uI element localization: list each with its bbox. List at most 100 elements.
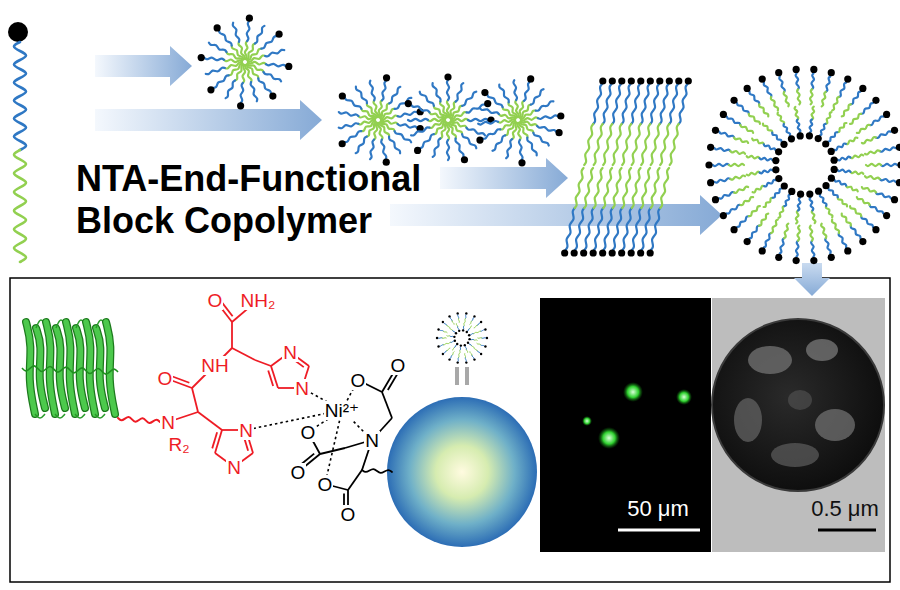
scale-bar-label: 0.5 μm bbox=[811, 496, 879, 522]
polymer-chain bbox=[498, 119, 515, 122]
polymer-chain bbox=[447, 123, 449, 140]
polymer-chain bbox=[734, 187, 748, 193]
polymer-chain bbox=[515, 100, 518, 117]
end-group bbox=[480, 321, 482, 323]
end-group bbox=[675, 77, 682, 84]
polymer-chain bbox=[474, 348, 477, 351]
polymer-chain bbox=[575, 208, 584, 250]
polymer-chain bbox=[469, 326, 471, 329]
polymer-chain bbox=[862, 187, 876, 192]
atom-label: O bbox=[207, 291, 224, 310]
polymer-chain bbox=[842, 104, 851, 116]
end-group bbox=[555, 129, 562, 136]
end-group bbox=[461, 156, 468, 163]
polymer-chain bbox=[339, 112, 359, 116]
polymer-chain bbox=[778, 113, 785, 125]
polymer-chain bbox=[838, 197, 847, 206]
beta-strand bbox=[86, 322, 95, 414]
polymer-chain bbox=[613, 168, 622, 208]
polymer-chain bbox=[835, 180, 847, 186]
polymer-chain bbox=[870, 116, 884, 125]
end-group bbox=[442, 321, 444, 323]
polymer-chain bbox=[466, 128, 484, 136]
micrograph-panel: 50 μm bbox=[540, 298, 711, 552]
polymer-chain bbox=[825, 238, 830, 253]
polymer-chain bbox=[795, 107, 799, 120]
end-group bbox=[207, 86, 214, 93]
atom-label: O bbox=[340, 505, 357, 524]
polymer-chain bbox=[226, 81, 235, 99]
polymer-chain bbox=[764, 198, 773, 207]
polymer-chain bbox=[462, 92, 476, 106]
fluorescent-vesicle bbox=[623, 382, 643, 402]
polymer-chain bbox=[238, 42, 244, 59]
fluorescent-vesicle bbox=[598, 427, 620, 449]
polymer-chain bbox=[452, 347, 454, 350]
polymer-chain bbox=[457, 357, 459, 361]
end-group bbox=[442, 353, 444, 355]
polymer-chain bbox=[779, 77, 784, 92]
process-arrow bbox=[95, 100, 322, 140]
beta-strand bbox=[106, 322, 115, 414]
polymer-chain bbox=[458, 319, 460, 323]
polymer-chain bbox=[538, 115, 558, 119]
polymer-chain bbox=[536, 101, 554, 110]
polymer-chain bbox=[839, 83, 846, 97]
end-group bbox=[828, 148, 835, 155]
end-group bbox=[815, 188, 822, 195]
atom-label: R₂ bbox=[167, 435, 190, 454]
end-group bbox=[844, 247, 851, 254]
polymer-chain bbox=[470, 339, 473, 341]
polymer-chain bbox=[759, 104, 768, 116]
polymer-chain bbox=[524, 82, 530, 101]
polymer-chain bbox=[881, 164, 897, 166]
polymer-chain bbox=[641, 168, 650, 208]
polymer-chain bbox=[450, 317, 452, 321]
polymer-chain bbox=[370, 140, 374, 160]
polymer-chain bbox=[466, 349, 467, 352]
polymer-chain bbox=[846, 138, 858, 145]
polymer-chain bbox=[444, 323, 447, 326]
polymer-chain bbox=[838, 157, 851, 161]
fluorescent-vesicle bbox=[676, 389, 692, 405]
polymer-chain bbox=[798, 198, 801, 211]
end-group bbox=[788, 188, 795, 195]
polymer-chain bbox=[641, 124, 650, 165]
polymer-chain bbox=[206, 68, 225, 75]
polymer-chain bbox=[613, 124, 622, 165]
polymer-chain bbox=[763, 124, 772, 133]
end-group bbox=[797, 132, 804, 139]
end-group bbox=[775, 175, 782, 182]
polymer-chain bbox=[457, 314, 459, 318]
end-group bbox=[705, 161, 712, 168]
polymer-chain bbox=[857, 125, 870, 133]
atom-label: O bbox=[390, 356, 407, 375]
polymer-chain bbox=[450, 328, 453, 330]
polymer-chain bbox=[660, 168, 669, 208]
polymer-chain bbox=[865, 176, 880, 179]
polymer-chain bbox=[622, 124, 631, 165]
polymer-chain bbox=[797, 120, 801, 133]
polymer-chain bbox=[750, 92, 760, 105]
end-group bbox=[198, 54, 205, 61]
end-group bbox=[666, 77, 673, 84]
gfp-protein bbox=[22, 320, 118, 418]
polymer-chain bbox=[772, 133, 781, 142]
polymer-chain bbox=[451, 112, 467, 119]
polymer-chain bbox=[713, 164, 729, 166]
end-group bbox=[599, 77, 606, 84]
polymer-chain bbox=[669, 84, 678, 124]
end-group bbox=[730, 226, 737, 233]
end-group bbox=[896, 179, 900, 186]
polymer-chain bbox=[478, 337, 482, 339]
polymer-chain bbox=[679, 84, 688, 124]
end-group bbox=[466, 331, 468, 333]
polymer-chain bbox=[812, 210, 816, 223]
end-group bbox=[744, 85, 751, 92]
polymer-chain bbox=[356, 137, 367, 154]
polymer-chain bbox=[784, 195, 790, 207]
end-group bbox=[458, 330, 460, 332]
end-group bbox=[437, 328, 439, 330]
polymer-chain bbox=[527, 138, 536, 156]
